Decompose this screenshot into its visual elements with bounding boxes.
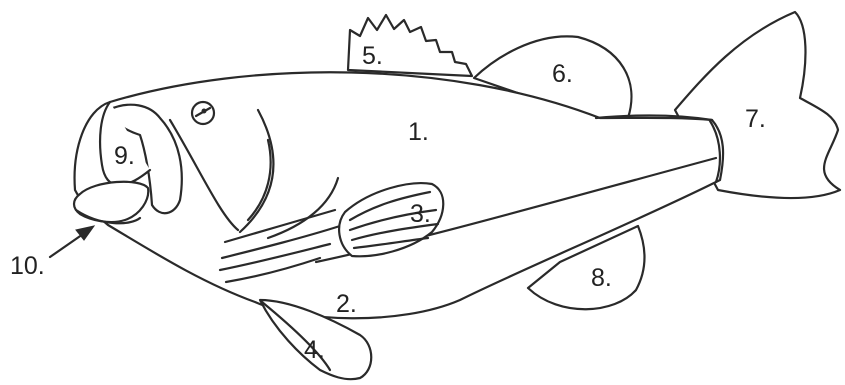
- label-1: 1.: [408, 118, 429, 146]
- label-9: 9.: [114, 142, 135, 170]
- label-6: 6.: [552, 60, 573, 88]
- label-3: 3.: [410, 200, 431, 228]
- label-5: 5.: [362, 42, 383, 70]
- label-8: 8.: [591, 264, 612, 292]
- label-4: 4.: [304, 336, 325, 364]
- label-2: 2.: [336, 290, 357, 318]
- label-10: 10.: [10, 252, 45, 280]
- label-7: 7.: [745, 105, 766, 133]
- eye-pupil: [202, 109, 207, 114]
